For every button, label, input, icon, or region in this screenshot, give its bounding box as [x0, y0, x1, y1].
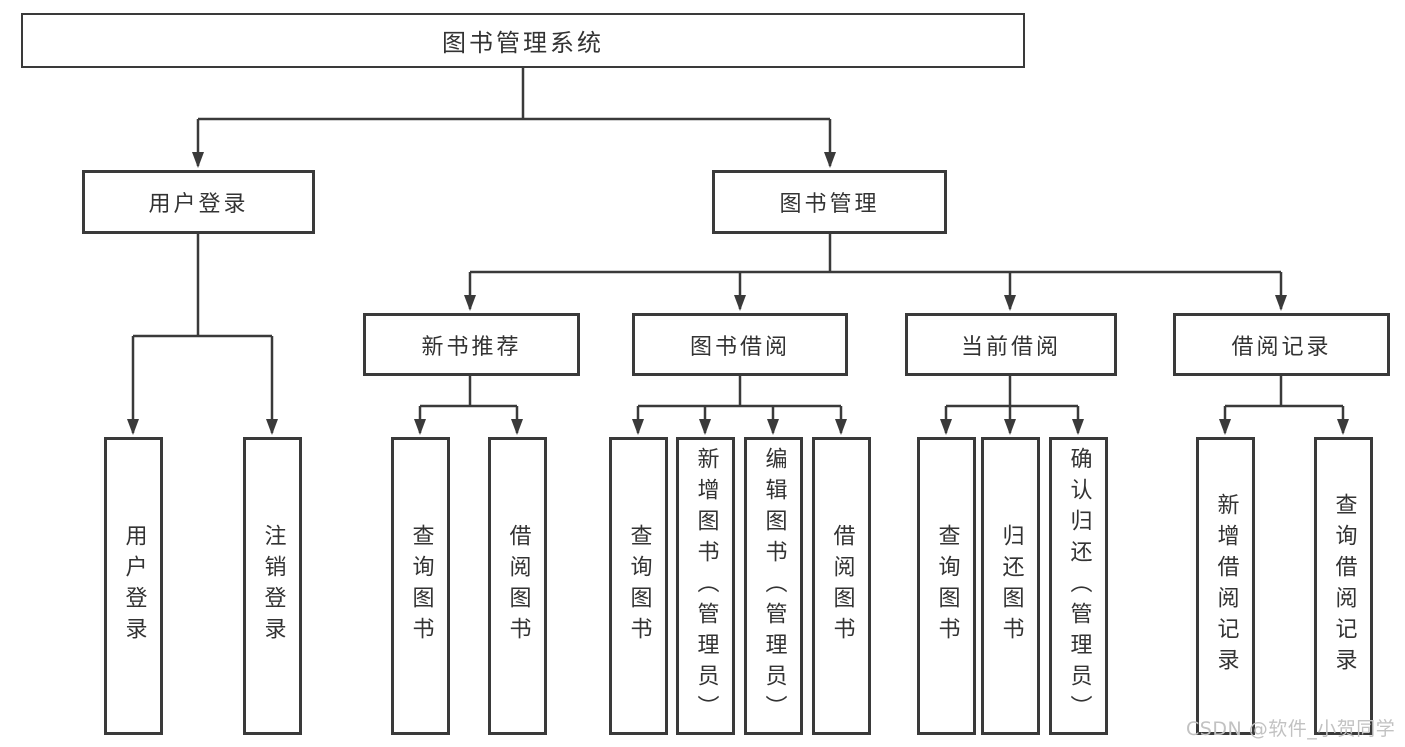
connector-root — [192, 68, 836, 168]
node-current-borrowing-label: 当前借阅 — [960, 334, 1061, 360]
node-new-book-recommend-label: 新书推荐 — [421, 334, 522, 360]
node-borrow-records-label: 借阅记录 — [1231, 334, 1332, 360]
leaf-query-books-current: 查询图书 — [917, 437, 976, 735]
leaf-add-borrow-record-label: 新增借阅记录 — [1213, 493, 1239, 679]
leaf-user-login: 用户登录 — [104, 437, 163, 735]
connector-book-mgmt — [464, 234, 1287, 311]
leaf-logout-login-label: 注销登录 — [260, 524, 286, 648]
node-library-system-label: 图书管理系统 — [442, 29, 604, 57]
leaf-return-books: 归还图书 — [981, 437, 1040, 735]
leaf-confirm-return-admin: 确认归还（管理员） — [1049, 437, 1108, 735]
leaf-add-borrow-record: 新增借阅记录 — [1196, 437, 1255, 735]
leaf-query-books-current-label: 查询图书 — [934, 524, 960, 648]
leaf-borrow-books-label: 借阅图书 — [829, 524, 855, 648]
leaf-add-books-admin: 新增图书（管理员） — [676, 437, 735, 735]
leaf-query-books-borrow-label: 查询图书 — [626, 524, 652, 648]
csdn-watermark: CSDN @软件_小贺同学 — [1186, 718, 1396, 740]
connector-user-login — [127, 234, 278, 435]
leaf-borrow-books-recommend: 借阅图书 — [488, 437, 547, 735]
node-user-login-label: 用户登录 — [148, 192, 249, 217]
connector-borrow-records — [1219, 376, 1349, 435]
leaf-query-books-recommend: 查询图书 — [391, 437, 450, 735]
node-library-system: 图书管理系统 — [21, 13, 1025, 68]
leaf-borrow-books: 借阅图书 — [812, 437, 871, 735]
connector-current-borrow — [940, 376, 1084, 435]
leaf-edit-books-admin-label: 编辑图书（管理员） — [761, 446, 787, 726]
connector-book-borrow — [632, 376, 847, 435]
node-user-login: 用户登录 — [82, 170, 315, 234]
node-new-book-recommend: 新书推荐 — [363, 313, 580, 376]
leaf-query-borrow-record-label: 查询借阅记录 — [1331, 493, 1357, 679]
leaf-query-borrow-record: 查询借阅记录 — [1314, 437, 1373, 735]
leaf-query-books-borrow: 查询图书 — [609, 437, 668, 735]
leaf-borrow-books-recommend-label: 借阅图书 — [505, 524, 531, 648]
leaf-logout-login: 注销登录 — [243, 437, 302, 735]
node-current-borrowing: 当前借阅 — [905, 313, 1117, 376]
node-book-management-label: 图书管理 — [779, 192, 880, 217]
node-book-borrowing-label: 图书借阅 — [689, 334, 790, 360]
leaf-user-login-label: 用户登录 — [121, 524, 147, 648]
leaf-edit-books-admin: 编辑图书（管理员） — [744, 437, 803, 735]
leaf-confirm-return-admin-label: 确认归还（管理员） — [1066, 446, 1092, 726]
node-borrow-records: 借阅记录 — [1173, 313, 1390, 376]
leaf-return-books-label: 归还图书 — [998, 524, 1024, 648]
leaf-add-books-admin-label: 新增图书（管理员） — [693, 446, 719, 726]
node-book-management: 图书管理 — [712, 170, 947, 234]
leaf-query-books-recommend-label: 查询图书 — [408, 524, 434, 648]
connector-new-book-rec — [414, 376, 523, 435]
node-book-borrowing: 图书借阅 — [632, 313, 848, 376]
